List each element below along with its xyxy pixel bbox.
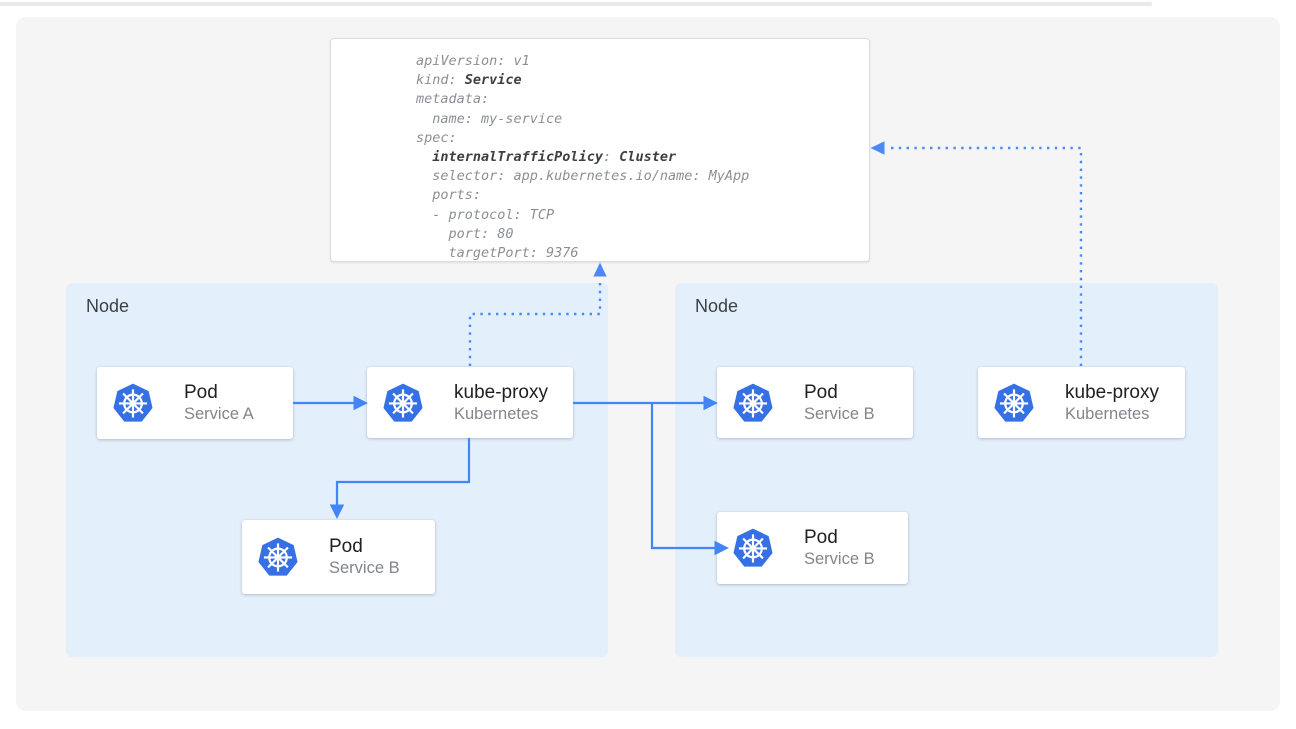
kube-proxy-card-left: kube-proxy Kubernetes xyxy=(367,367,573,438)
pod-card-service-b-right-top: Pod Service B xyxy=(717,367,913,438)
node-label: Node xyxy=(695,296,738,317)
kubernetes-icon xyxy=(111,381,155,425)
card-title: Pod xyxy=(184,381,254,404)
kubernetes-icon xyxy=(381,381,425,425)
node-label: Node xyxy=(86,296,129,317)
card-subtitle: Kubernetes xyxy=(1065,404,1159,425)
pod-card-service-a: Pod Service A xyxy=(97,367,293,439)
card-subtitle: Service B xyxy=(329,558,400,579)
kubernetes-icon xyxy=(731,526,775,570)
card-title: kube-proxy xyxy=(1065,381,1159,404)
kubernetes-icon xyxy=(256,535,300,579)
card-title: kube-proxy xyxy=(454,381,548,404)
node-box-right: Node xyxy=(675,283,1218,657)
card-subtitle: Service B xyxy=(804,549,875,570)
pod-card-service-b-left: Pod Service B xyxy=(242,520,435,594)
yaml-code: apiVersion: v1kind: Servicemetadata: nam… xyxy=(416,52,749,263)
card-title: Pod xyxy=(804,381,875,404)
card-title: Pod xyxy=(329,535,400,558)
service-yaml-card: apiVersion: v1kind: Servicemetadata: nam… xyxy=(330,38,870,262)
card-title: Pod xyxy=(804,526,875,549)
kubernetes-icon xyxy=(731,381,775,425)
pod-card-service-b-right-bottom: Pod Service B xyxy=(717,512,908,584)
kubernetes-icon xyxy=(992,381,1036,425)
top-divider-line xyxy=(0,2,1152,6)
node-box-left: Node xyxy=(66,283,608,657)
kube-proxy-card-right: kube-proxy Kubernetes xyxy=(978,367,1185,438)
card-subtitle: Service B xyxy=(804,404,875,425)
card-subtitle: Service A xyxy=(184,404,254,425)
card-subtitle: Kubernetes xyxy=(454,404,548,425)
